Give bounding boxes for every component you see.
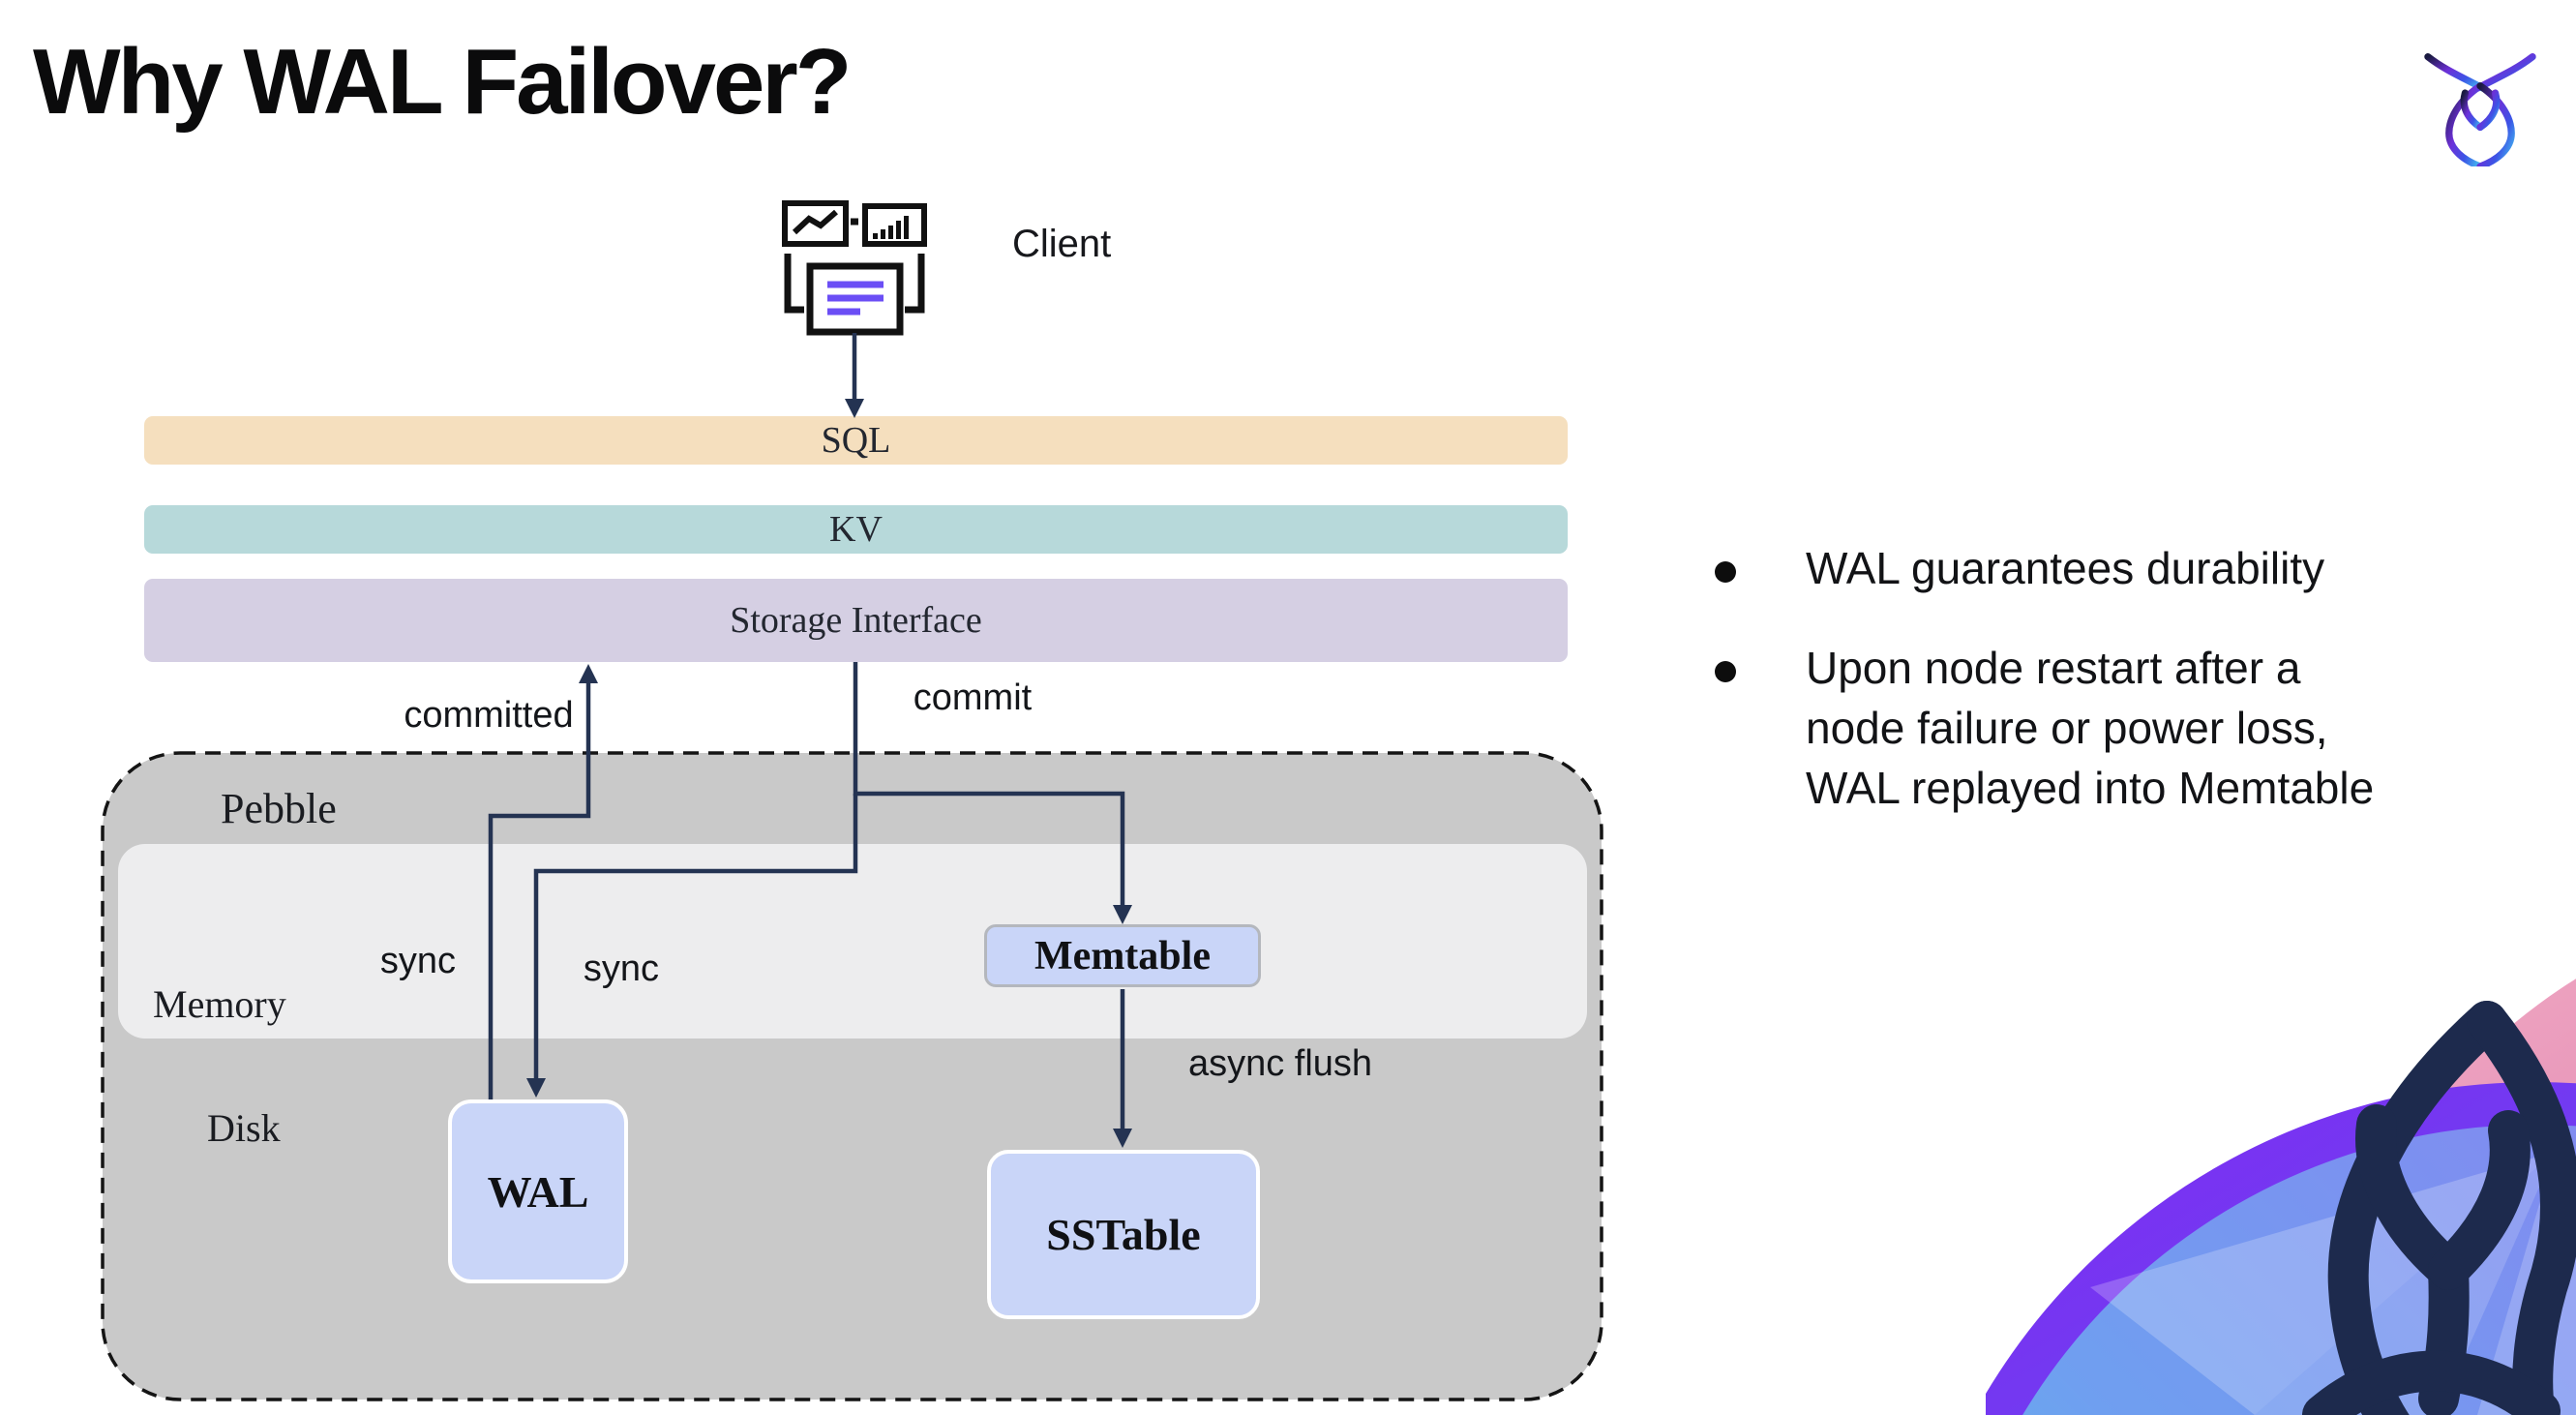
bullet-item-restart: Upon node restart after a node failure o… — [1806, 638, 2374, 818]
bullet-dot — [1715, 561, 1736, 583]
sstable-box: SSTable — [987, 1150, 1260, 1319]
bullet-line: WAL guarantees durability — [1806, 543, 2325, 593]
bullet-line: node failure or power loss, — [1806, 703, 2328, 753]
client-dashboard-icon — [782, 200, 927, 336]
bullet-line: Upon node restart after a — [1806, 643, 2301, 693]
sync-right-edge-label: sync — [583, 948, 660, 989]
sync-left-edge-label: sync — [379, 941, 457, 981]
disk-label: Disk — [207, 1106, 281, 1150]
pebble-label: Pebble — [221, 785, 337, 832]
arrowhead-wal — [526, 1078, 546, 1098]
arrowhead-sstable — [1113, 1129, 1132, 1148]
layer-label-kv: KV — [829, 509, 883, 550]
commit-edge-label: commit — [913, 677, 1033, 718]
memory-label: Memory — [153, 982, 286, 1026]
memory-band — [118, 844, 1587, 1039]
arrowhead-committed — [579, 664, 598, 683]
wal-label: WAL — [487, 1166, 589, 1217]
async-flush-edge-label: async flush — [1187, 1043, 1373, 1084]
client-label: Client — [1012, 223, 1112, 265]
arrowhead-sql — [845, 399, 864, 418]
layer-bar-kv: KV — [144, 505, 1568, 554]
cockroach-brand-artwork — [1986, 978, 2576, 1415]
memtable-label: Memtable — [1034, 933, 1211, 978]
bullet-line: WAL replayed into Memtable — [1806, 763, 2375, 813]
layer-label-sql: SQL — [821, 420, 891, 461]
layer-bar-storage-interface: Storage Interface — [144, 579, 1568, 662]
memtable-box: Memtable — [984, 924, 1261, 987]
art-navy-body — [2302, 1001, 2576, 1415]
sstable-label: SSTable — [1046, 1210, 1201, 1259]
bullet-dot — [1715, 661, 1736, 682]
page-title: Why WAL Failover? — [33, 30, 852, 134]
bullet-item-durability: WAL guarantees durability — [1806, 538, 2324, 598]
layer-bar-sql: SQL — [144, 416, 1568, 465]
committed-edge-label: committed — [404, 695, 574, 736]
cockroach-logo-icon — [2424, 53, 2536, 166]
wal-box: WAL — [448, 1099, 628, 1283]
layer-label-storage-interface: Storage Interface — [730, 600, 982, 641]
